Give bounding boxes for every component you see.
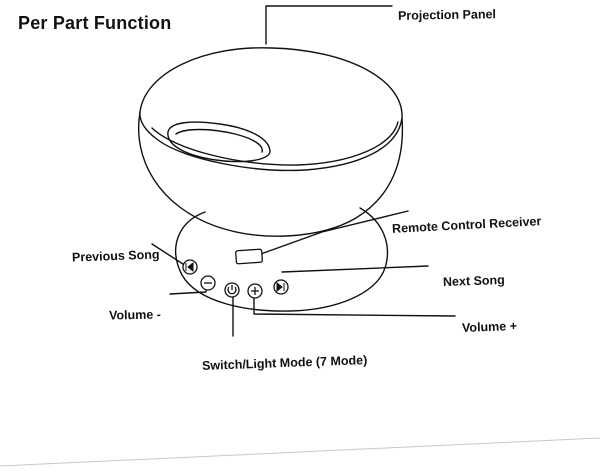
label-projection-panel: Projection Panel [397, 7, 497, 23]
handle-slot-inner [175, 128, 263, 153]
remote-receiver-icon [235, 248, 263, 265]
volume-minus-icon [200, 275, 216, 291]
next-song-icon [273, 279, 289, 295]
leader-remote [257, 210, 409, 256]
base-disc [174, 207, 389, 312]
rim-thickness [151, 121, 399, 166]
handle-slot-outer [167, 121, 271, 163]
leader-volminus [169, 283, 207, 295]
leader-next [281, 265, 429, 273]
label-volume-plus: Volume + [461, 319, 518, 335]
label-next-song: Next Song [442, 272, 506, 290]
bowl-body [138, 111, 404, 237]
volume-plus-icon [247, 283, 263, 299]
label-volume-minus: Volume - [108, 307, 161, 323]
leader-prev [151, 243, 187, 267]
bowl-rim [139, 47, 403, 172]
diagram-title: Per Part Function [18, 13, 172, 33]
bottom-rule [0, 437, 600, 467]
power-icon [224, 282, 240, 298]
previous-song-icon [182, 259, 198, 275]
leader-projection [265, 5, 393, 45]
leader-volplus [253, 297, 456, 317]
